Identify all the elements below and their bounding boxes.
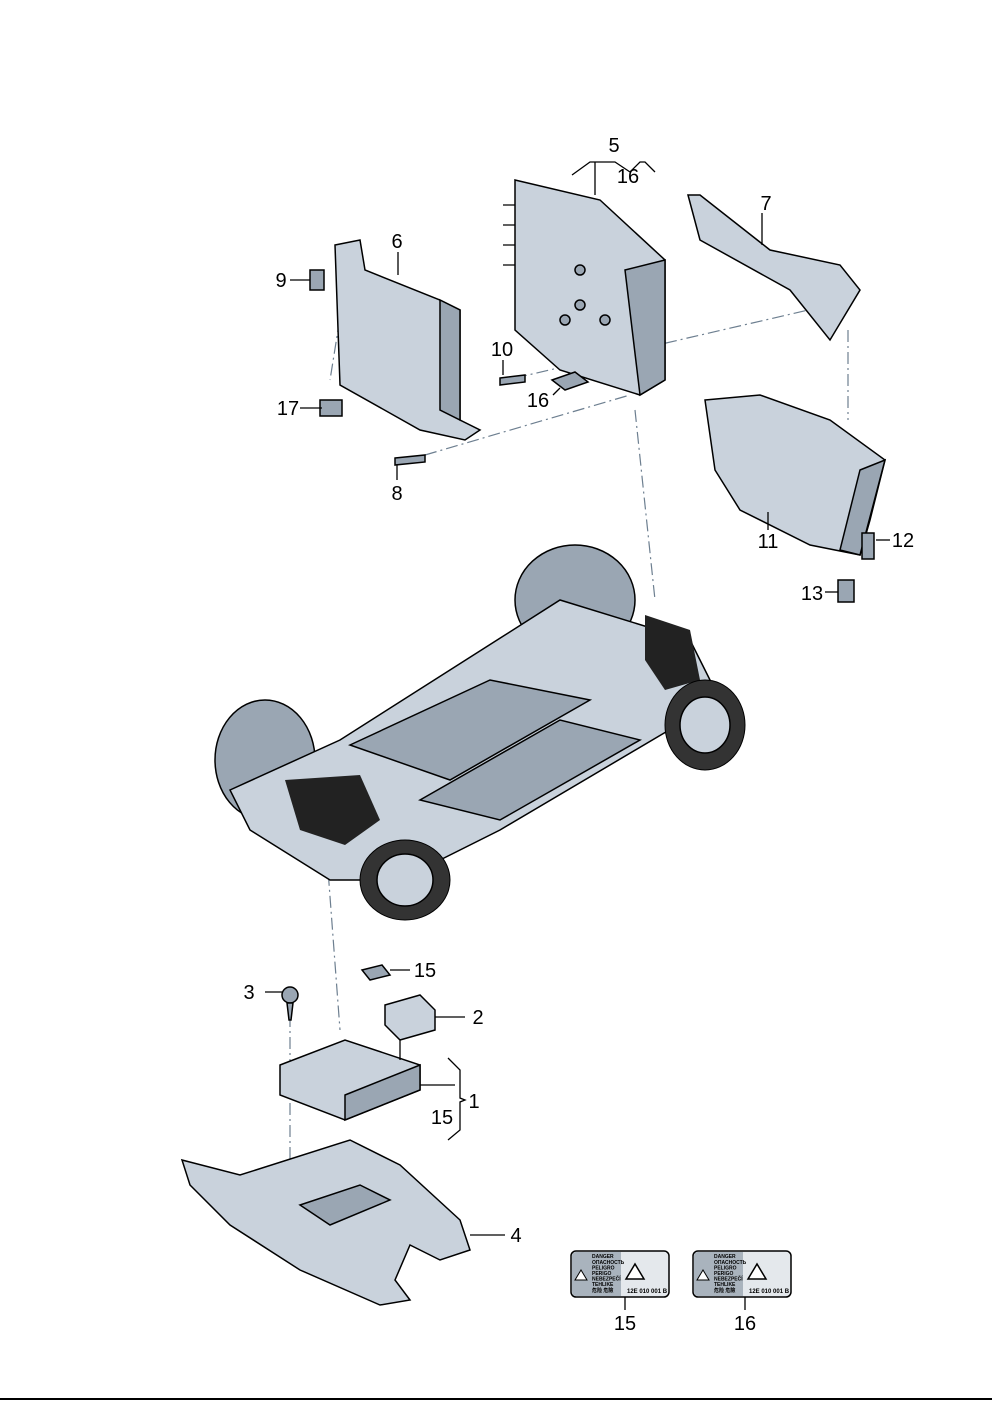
high-voltage-icon — [746, 1262, 768, 1280]
sticker-language: PERIGO — [592, 1271, 612, 1277]
callout-4: 4 — [510, 1225, 521, 1247]
sticker-language: PELIGRO — [592, 1266, 615, 1272]
sticker-language: NEBEZPEČÍ — [592, 1275, 621, 1283]
sticker-language: ОПАСНОСТЬ — [714, 1260, 747, 1266]
part-12-bolt — [861, 532, 875, 560]
callout-1: 1 — [468, 1091, 479, 1113]
sticker-language: PELIGRO — [714, 1266, 737, 1272]
sticker-part-number: 12E 010 001 B — [627, 1289, 668, 1295]
callout-5: 5 — [608, 135, 619, 157]
callout-16-group: 16 — [617, 166, 639, 188]
part-9-bolt — [309, 269, 325, 291]
part-4-carrier[interactable] — [180, 1139, 471, 1306]
part-2-connector[interactable] — [384, 994, 436, 1041]
callout-15: 15 — [414, 960, 436, 982]
callout-16: 16 — [527, 390, 549, 412]
high-voltage-icon — [624, 1262, 646, 1280]
part-3-screw[interactable] — [281, 986, 299, 1021]
part-16-sticker-small — [550, 371, 590, 391]
warning-sticker-15: DANGER ОПАСНОСТЬ PELIGRO PERIGO NEBEZPEČ… — [570, 1250, 670, 1298]
warning-triangle-icon — [574, 1269, 588, 1281]
part-7-bracket[interactable] — [687, 194, 861, 342]
part-5-control-unit[interactable] — [503, 179, 666, 397]
sticker-language: TEHLIKE — [714, 1282, 736, 1288]
callout-7: 7 — [760, 193, 771, 215]
callout-15-sticker: 15 — [614, 1313, 636, 1335]
bottom-rule — [0, 1398, 992, 1400]
sticker-language: 危险 危險 — [713, 1287, 735, 1294]
sticker-language: PERIGO — [714, 1271, 734, 1277]
callout-16-sticker: 16 — [734, 1313, 756, 1335]
sticker-language: NEBEZPEČÍ — [714, 1275, 743, 1283]
part-13-bolt — [837, 579, 855, 603]
part-8-screw — [394, 454, 426, 466]
vehicle-chassis — [214, 544, 746, 921]
sticker-heading: DANGER — [592, 1254, 614, 1260]
callout-15-group: 15 — [431, 1107, 453, 1129]
warning-sticker-16: DANGER ОПАСНОСТЬ PELIGRO PERIGO NEBEZPEČ… — [692, 1250, 792, 1298]
part-1-charger-unit[interactable] — [279, 1039, 421, 1122]
callout-10: 10 — [491, 339, 513, 361]
highlight-front-unit — [645, 615, 700, 690]
callout-17: 17 — [277, 398, 299, 420]
part-11-cover[interactable] — [704, 394, 887, 556]
part-17-nut — [319, 399, 343, 417]
sticker-language: TEHLIKE — [592, 1282, 614, 1288]
part-10-screw — [499, 374, 526, 386]
sticker-language: 危险 危險 — [591, 1287, 613, 1294]
callout-13: 13 — [801, 583, 823, 605]
highlight-rear-unit — [285, 775, 380, 845]
callout-12: 12 — [892, 530, 914, 552]
warning-triangle-icon — [696, 1269, 710, 1281]
sticker-part-number: 12E 010 001 B — [749, 1289, 790, 1295]
part-6-bracket[interactable] — [334, 239, 482, 441]
callout-6: 6 — [391, 231, 402, 253]
leader-lines — [265, 161, 890, 1310]
callout-2: 2 — [472, 1007, 483, 1029]
callout-11: 11 — [758, 531, 779, 553]
sticker-language: ОПАСНОСТЬ — [592, 1260, 625, 1266]
callout-8: 8 — [391, 483, 402, 505]
part-15-sticker-small[interactable] — [360, 964, 392, 981]
sticker-heading: DANGER — [714, 1254, 736, 1260]
callout-3: 3 — [243, 982, 254, 1004]
callout-9: 9 — [275, 270, 286, 292]
callout-labels: 5 16 6 7 9 10 16 17 8 11 12 13 15 3 2 1 … — [243, 135, 914, 1335]
